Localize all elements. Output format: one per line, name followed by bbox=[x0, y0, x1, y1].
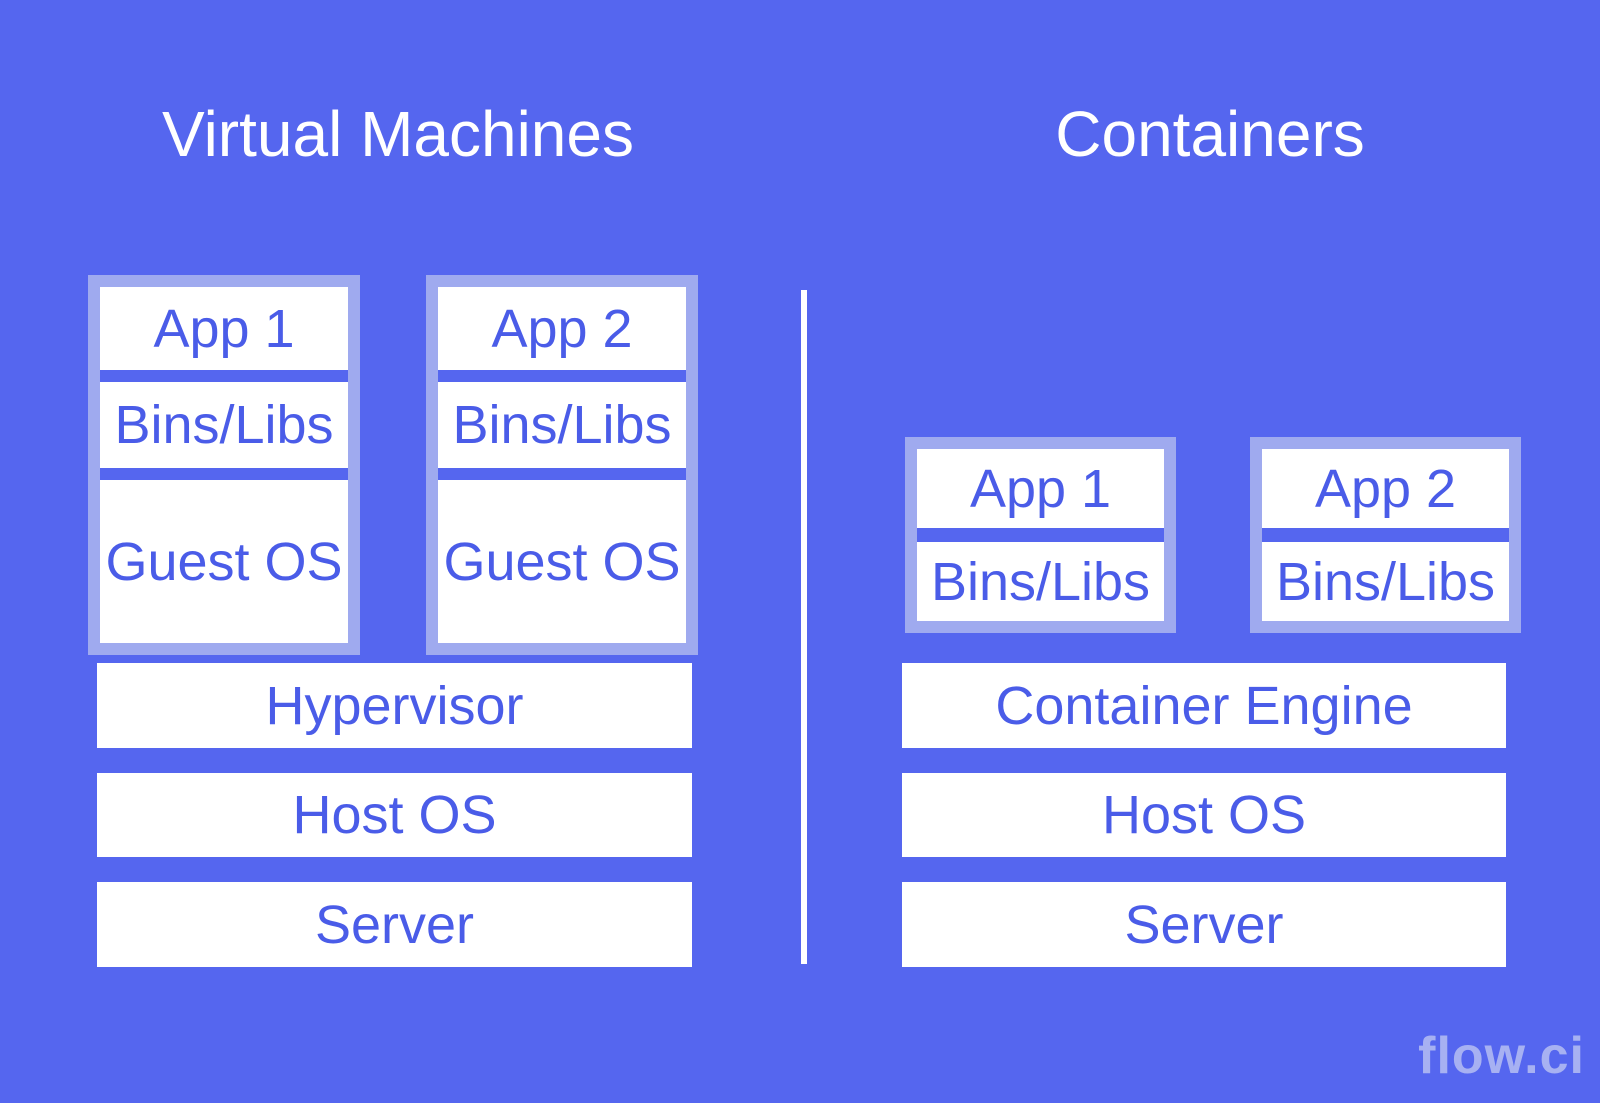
container-engine-box: Container Engine bbox=[902, 663, 1506, 748]
server-box-left: Server bbox=[97, 882, 692, 967]
vm-stack-2: App 2 Bins/Libs Guest OS bbox=[426, 275, 698, 655]
container-stack-1: App 1 Bins/Libs bbox=[905, 437, 1176, 633]
vm1-binslibs-layer: Bins/Libs bbox=[100, 382, 348, 468]
containers-title: Containers bbox=[1055, 98, 1365, 170]
container-stack-2: App 2 Bins/Libs bbox=[1250, 437, 1521, 633]
column-divider bbox=[801, 290, 807, 964]
host-os-box-left: Host OS bbox=[97, 773, 692, 857]
flowci-logo: flow.ci bbox=[1418, 1027, 1585, 1085]
vm1-app-layer: App 1 bbox=[100, 287, 348, 370]
vm1-guestos-layer: Guest OS bbox=[100, 480, 348, 643]
vm-stack-1-inner: App 1 Bins/Libs Guest OS bbox=[100, 287, 348, 643]
virtual-machines-title: Virtual Machines bbox=[162, 98, 634, 170]
ct2-app-layer: App 2 bbox=[1262, 449, 1509, 528]
container-stack-2-inner: App 2 Bins/Libs bbox=[1262, 449, 1509, 621]
ct1-binslibs-layer: Bins/Libs bbox=[917, 542, 1164, 621]
ct2-binslibs-layer: Bins/Libs bbox=[1262, 542, 1509, 621]
container-stack-1-inner: App 1 Bins/Libs bbox=[917, 449, 1164, 621]
vm2-app-layer: App 2 bbox=[438, 287, 686, 370]
vm2-guestos-layer: Guest OS bbox=[438, 480, 686, 643]
ct1-app-layer: App 1 bbox=[917, 449, 1164, 528]
hypervisor-box: Hypervisor bbox=[97, 663, 692, 748]
vm-stack-1: App 1 Bins/Libs Guest OS bbox=[88, 275, 360, 655]
vm-stack-2-inner: App 2 Bins/Libs Guest OS bbox=[438, 287, 686, 643]
host-os-box-right: Host OS bbox=[902, 773, 1506, 857]
server-box-right: Server bbox=[902, 882, 1506, 967]
vm2-binslibs-layer: Bins/Libs bbox=[438, 382, 686, 468]
